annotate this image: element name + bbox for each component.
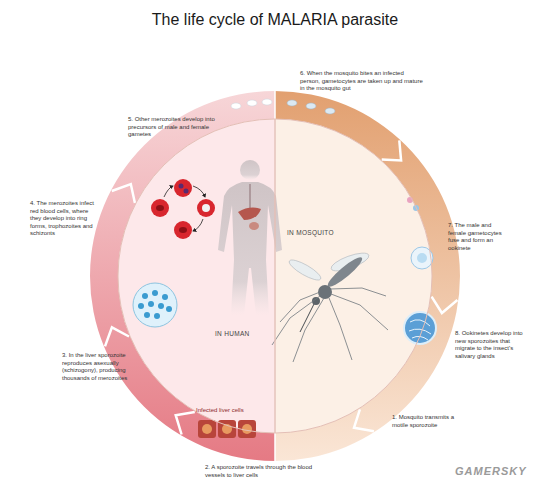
human-silhouette <box>249 222 259 230</box>
liver-cells <box>218 420 236 438</box>
human-silhouette <box>238 208 261 220</box>
gamete-cells <box>231 99 419 211</box>
human-silhouette <box>240 160 260 180</box>
red-blood-cells <box>174 221 192 239</box>
liver-cells <box>198 420 216 438</box>
mosquito-figure <box>325 254 365 290</box>
red-blood-cells <box>174 179 192 197</box>
merozoite-cell <box>133 283 177 327</box>
mosquito-figure <box>329 298 352 360</box>
human-silhouette <box>218 182 282 315</box>
step-description: Infected liver cells <box>196 407 244 415</box>
cycle-ring <box>275 91 460 461</box>
region-label: IN HUMAN <box>215 330 250 338</box>
region-label: IN MOSQUITO <box>287 229 334 237</box>
cycle-ring <box>90 91 460 461</box>
ring-chevron <box>176 412 195 434</box>
red-blood-cells <box>151 179 215 239</box>
mosquito-figure <box>318 285 332 299</box>
mosquito-figure <box>287 257 323 284</box>
merozoite-cell <box>142 293 148 299</box>
ring-chevron <box>105 327 129 346</box>
mosquito-figure <box>280 292 320 322</box>
merozoite-cell <box>152 290 158 296</box>
ring-chevron <box>112 184 135 203</box>
inner-disc <box>275 119 432 433</box>
liver-cells <box>202 424 212 434</box>
step-description: 4. The merozoites infect red blood cells… <box>30 200 96 238</box>
red-blood-cells <box>193 186 205 197</box>
region-outline <box>275 119 432 433</box>
human-silhouette <box>218 160 282 315</box>
ring-chevron <box>105 140 457 434</box>
sporozoite-cell <box>404 312 436 344</box>
mosquito-figure <box>331 294 388 330</box>
inner-disc <box>118 91 432 461</box>
region-outline <box>118 119 275 433</box>
ring-chevron <box>382 140 401 160</box>
merozoite-cell <box>158 303 164 309</box>
step-description: 7. The male and female gametocytes fuse … <box>448 222 510 252</box>
red-blood-cells <box>156 205 164 211</box>
inner-disc <box>118 119 275 433</box>
red-blood-cells <box>164 186 173 197</box>
ring-chevron <box>354 409 374 431</box>
step-description: 3. In the liver sporozoite reproduces as… <box>62 352 144 382</box>
merozoite-cell <box>148 301 154 307</box>
ookinete-cell <box>417 253 427 263</box>
sporozoite-cell <box>404 312 436 344</box>
ring-chevron <box>432 297 458 313</box>
merozoite-cell <box>138 303 144 309</box>
half-disc-region: IN HUMAN <box>118 119 275 433</box>
mosquito-figure <box>330 288 386 296</box>
mosquito-figure <box>293 298 324 362</box>
step-description: 2. A sporozoite travels through the bloo… <box>205 464 317 479</box>
red-blood-cells <box>197 199 215 217</box>
step-description: 1. Mosquito transmits a motile sporozoit… <box>392 414 464 429</box>
mosquito-figure <box>272 296 320 345</box>
gamete-cells <box>306 103 316 109</box>
gamete-cells <box>325 108 335 114</box>
merozoite-cell <box>154 313 160 319</box>
step-description: 6. When the mosquito bites an infected p… <box>300 70 425 93</box>
watermark: GAMERSKY <box>455 465 545 479</box>
red-blood-cells <box>193 219 203 231</box>
region-outline <box>275 119 432 433</box>
gamete-cells <box>247 100 257 106</box>
merozoite-cell <box>133 283 177 327</box>
region-outline <box>118 119 275 433</box>
red-blood-cells <box>151 199 169 217</box>
step-description: 5. Other merozoites develop into precurs… <box>128 116 223 139</box>
merozoite-cell <box>166 306 172 312</box>
red-blood-cells <box>179 184 184 189</box>
gamete-cells <box>231 103 241 109</box>
diagram-title: The life cycle of MALARIA parasite <box>0 10 550 30</box>
step-description: 8. Ookinetes develop into new sporozoite… <box>455 330 530 360</box>
gamete-cells <box>287 100 297 106</box>
gamete-cells <box>262 99 272 105</box>
mosquito-figure <box>272 250 388 362</box>
liver-cells <box>198 420 256 438</box>
red-blood-cells <box>179 227 187 233</box>
merozoite-cell <box>162 294 168 300</box>
liver-cells <box>242 424 252 434</box>
merozoite-cell <box>144 312 150 318</box>
red-blood-cells <box>202 204 210 212</box>
red-blood-cells <box>184 189 189 194</box>
half-disc-region: IN MOSQUITO <box>275 119 432 433</box>
